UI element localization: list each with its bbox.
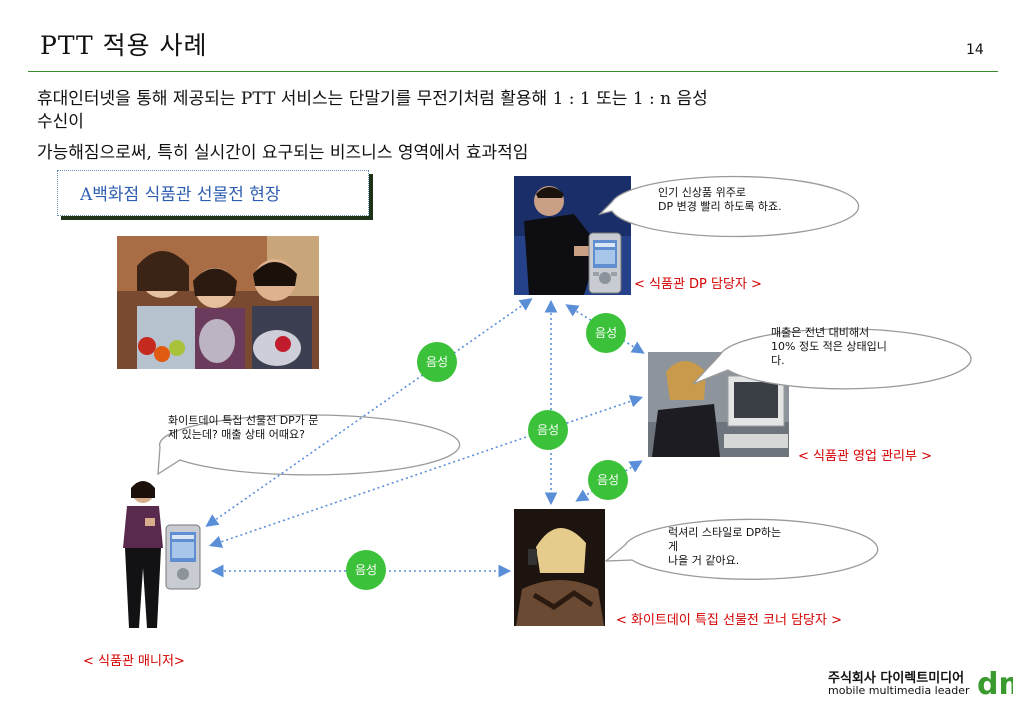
manager-label: < 식품관 매니저> (83, 654, 185, 669)
intro-line-2: 수신이 (37, 112, 84, 132)
voice-badge: 음성 (346, 550, 386, 590)
company-logo-mark: dm (977, 664, 1023, 702)
sales-dept-bubble-text: 매출은 전년 대비해서 10% 정도 적은 상태입니 다. (771, 326, 887, 367)
bubble-corner-staff (604, 518, 879, 580)
voice-badge: 음성 (528, 410, 568, 450)
voice-badge: 음성 (588, 460, 628, 500)
voice-badge: 음성 (417, 342, 457, 382)
corner-staff-label: < 화이트데이 특집 선물전 코너 담당자 > (616, 613, 842, 628)
sales-dept-label: < 식품관 영업 관리부 > (798, 449, 932, 464)
title-divider (28, 71, 998, 72)
logo-mark-text: dm (977, 667, 1013, 700)
intro-line-3: 가능해짐으로써, 특히 실시간이 요구되는 비즈니스 영역에서 효과적임 (37, 143, 529, 163)
company-name: 주식회사 다이렉트미디어 (828, 671, 965, 686)
speech-bubbles (157, 175, 972, 580)
manager-figure (115, 478, 171, 633)
company-tagline: mobile multimedia leader (828, 684, 970, 697)
dp-staff-pda-icon (588, 232, 622, 294)
venue-box (57, 170, 369, 216)
voice-badge: 음성 (586, 313, 626, 353)
slide-title: PTT 적용 사례 (40, 31, 208, 60)
intro-line-1: 휴대인터넷을 통해 제공되는 PTT 서비스는 단말기를 무전기처럼 활용해 1… (37, 89, 708, 109)
dp-staff-bubble-text: 인기 신상품 위주로 DP 변경 빨리 하도록 하죠. (658, 186, 782, 213)
bubble-sales-dept (692, 328, 972, 390)
corner-staff-bubble-text: 럭셔리 스타일로 DP하는 게 나을 거 같아요. (668, 526, 782, 567)
manager-bubble-text: 화이트데이 특집 선물전 DP가 문 제 있는데? 매출 상태 어때요? (168, 414, 319, 441)
manager-pda-icon (165, 524, 201, 590)
dp-staff-label: < 식품관 DP 담당자 > (634, 277, 762, 292)
venue-title: A백화점 식품관 선물전 현장 (80, 185, 281, 205)
page-number: 14 (966, 42, 984, 58)
bubble-dp-staff (597, 175, 860, 238)
